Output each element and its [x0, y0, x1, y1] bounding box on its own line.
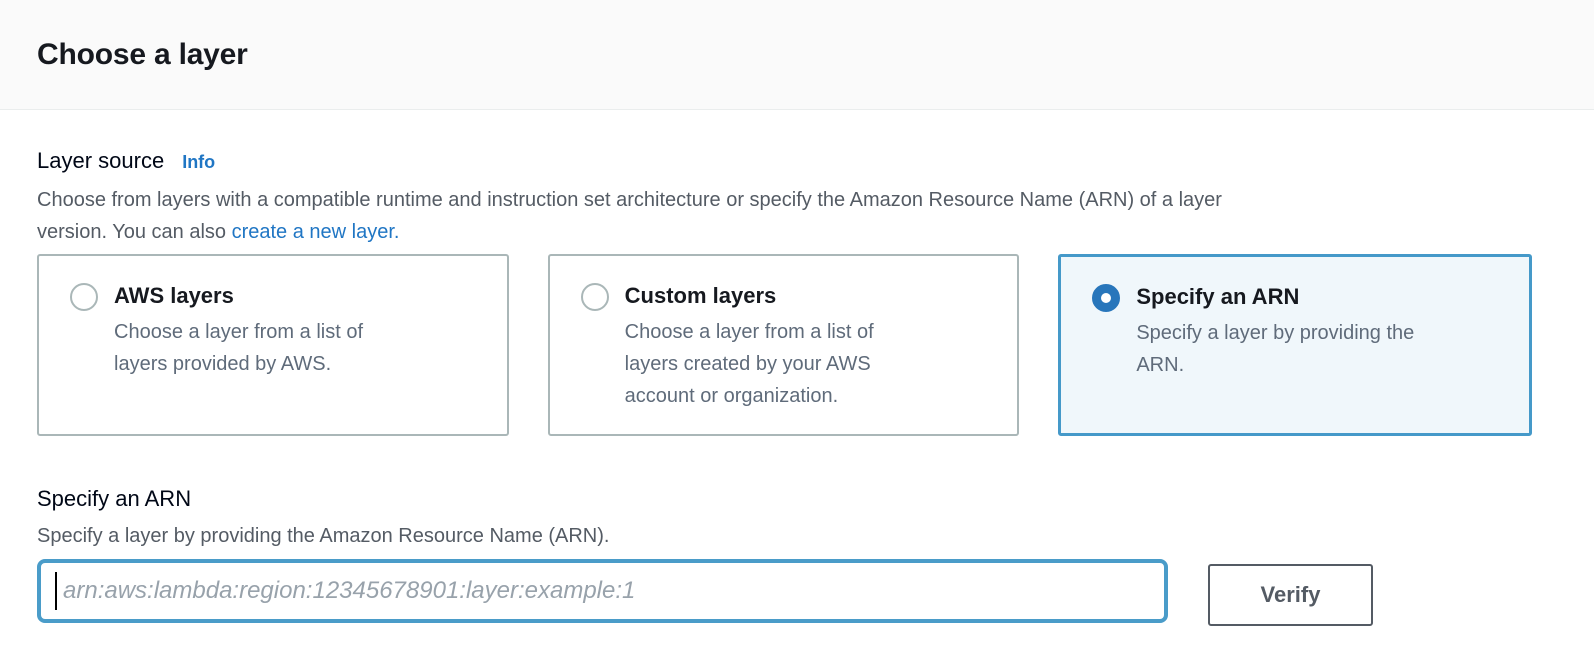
option-title: AWS layers	[114, 283, 234, 308]
radio-specify-arn[interactable]	[1092, 284, 1121, 312]
layer-source-description: Choose from layers with a compatible run…	[37, 184, 1532, 248]
page-title: Choose a layer	[37, 37, 248, 71]
option-card-text: Custom layers Choose a layer from a list…	[625, 280, 915, 434]
radio-aws-layers[interactable]	[70, 283, 98, 311]
option-card-specify-arn[interactable]: Specify an ARN Specify a layer by provid…	[1058, 254, 1533, 436]
arn-input[interactable]	[37, 559, 1168, 623]
option-title: Specify an ARN	[1136, 284, 1300, 309]
option-description: Choose a layer from a list of layers pro…	[114, 321, 363, 375]
specify-arn-label: Specify an ARN	[37, 486, 192, 511]
option-card-text: AWS layers Choose a layer from a list of…	[114, 280, 404, 434]
arn-input-row: Verify	[37, 559, 1532, 626]
layer-source-label: Layer source	[37, 148, 165, 173]
option-title: Custom layers	[624, 283, 777, 308]
specify-arn-description: Specify a layer by providing the Amazon …	[37, 525, 610, 547]
dialog-body: Layer source Info Choose from layers wit…	[0, 146, 1594, 626]
link-suffix: .	[393, 221, 400, 243]
option-card-aws-layers[interactable]: AWS layers Choose a layer from a list of…	[37, 254, 509, 436]
option-description: Specify a layer by providing the ARN.	[1136, 322, 1415, 376]
layer-source-field-header: Layer source Info	[37, 146, 1532, 176]
radio-custom-layers[interactable]	[580, 283, 609, 311]
option-card-text: Specify an ARN Specify a layer by provid…	[1136, 281, 1426, 433]
option-description: Choose a layer from a list of layers cre…	[624, 321, 874, 407]
description-line-2: version. You can also	[37, 221, 232, 243]
info-link[interactable]: Info	[182, 152, 216, 172]
verify-button[interactable]: Verify	[1208, 564, 1373, 626]
option-card-custom-layers[interactable]: Custom layers Choose a layer from a list…	[547, 254, 1020, 436]
layer-source-options: AWS layers Choose a layer from a list of…	[37, 254, 1533, 436]
arn-input-wrapper	[37, 559, 1168, 623]
create-new-layer-link[interactable]: create a new layer	[231, 221, 394, 243]
text-cursor	[55, 572, 57, 610]
description-line-1: Choose from layers with a compatible run…	[37, 189, 1222, 211]
dialog-header: Choose a layer	[0, 0, 1594, 110]
specify-arn-section: Specify an ARN Specify a layer by provid…	[37, 484, 1532, 626]
